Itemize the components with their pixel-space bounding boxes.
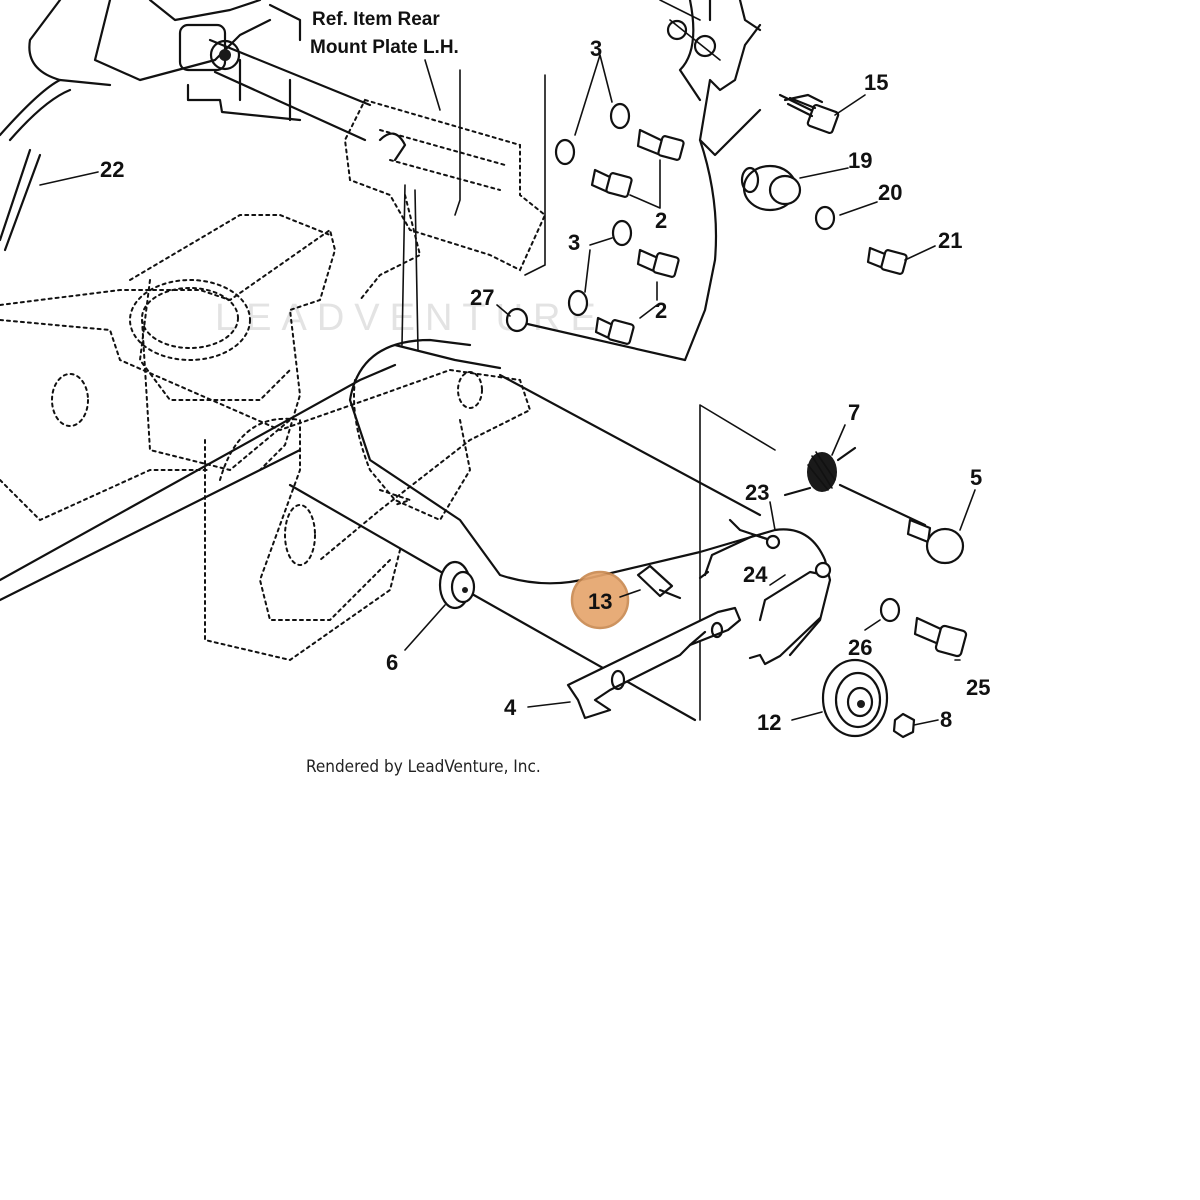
credit-text: Rendered by LeadVenture, Inc.: [306, 757, 541, 777]
reference-label-line1: Ref. Item Rear: [312, 9, 440, 30]
highlight-marker[interactable]: [570, 570, 630, 630]
watermark-text: LEADVENTURE: [215, 297, 606, 339]
part-26-washer: [879, 597, 901, 623]
control-cable: [288, 318, 832, 722]
tiller-body: [0, 214, 532, 662]
callout-2-lower[interactable]: 2: [655, 298, 667, 323]
callout-22[interactable]: 22: [100, 157, 124, 182]
part-19-20-21-pulley: [740, 164, 908, 275]
callout-2-upper[interactable]: 2: [655, 208, 667, 233]
callout-3-upper[interactable]: 3: [590, 36, 602, 61]
callout-8[interactable]: 8: [940, 707, 952, 732]
callout-23[interactable]: 23: [745, 480, 769, 505]
callout-26[interactable]: 26: [848, 635, 872, 660]
part-12-pulley: [821, 658, 889, 738]
callout-19[interactable]: 19: [848, 148, 872, 173]
rear-mount-plate: [343, 69, 547, 351]
part-27-bushing: [505, 307, 529, 333]
callout-13[interactable]: 13: [588, 589, 612, 614]
leader-lines: [39, 54, 976, 726]
part-8-nut: [892, 712, 916, 739]
part-15-bolt: [778, 93, 840, 135]
callout-4[interactable]: 4: [504, 695, 517, 720]
part-5-knob: [838, 483, 965, 565]
part-2-bolts: [590, 128, 685, 345]
callout-15[interactable]: 15: [864, 70, 888, 95]
part-4-bracket: [566, 606, 742, 720]
callout-6[interactable]: 6: [386, 650, 398, 675]
callout-7[interactable]: 7: [848, 400, 860, 425]
part-6-pulley: [438, 560, 476, 610]
part-25-bolt: [913, 616, 968, 658]
callout-27[interactable]: 27: [470, 285, 494, 310]
part-23-rod: [698, 533, 781, 580]
callout-21[interactable]: 21: [938, 228, 962, 253]
callout-25[interactable]: 25: [966, 675, 990, 700]
part-3-washers: [554, 102, 633, 317]
upper-housing: [659, 0, 762, 362]
part-24-rod: [748, 561, 832, 666]
part-13-bolt: [636, 564, 682, 600]
callout-12[interactable]: 12: [757, 710, 781, 735]
engine-assembly: [0, 0, 372, 252]
callout-3-lower[interactable]: 3: [568, 230, 580, 255]
reference-label-line2: Mount Plate L.H.: [310, 37, 459, 58]
part-7-spring: [783, 446, 857, 497]
callout-20[interactable]: 20: [878, 180, 902, 205]
callout-5[interactable]: 5: [970, 465, 982, 490]
callout-24[interactable]: 24: [743, 562, 768, 587]
